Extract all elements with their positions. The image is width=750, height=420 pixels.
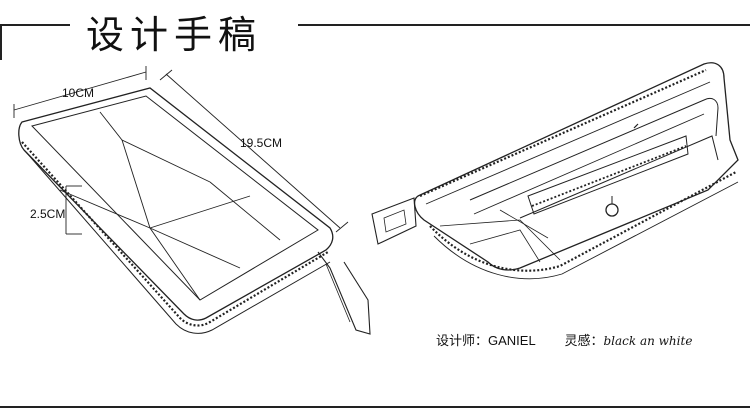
left-rule — [0, 24, 2, 60]
top-rule-left — [0, 24, 70, 26]
dimension-lines — [13, 66, 349, 235]
designer-name: GANIEL — [488, 333, 536, 348]
credit-line: 设计师：GANIEL 灵感：black an white — [436, 330, 692, 349]
thickness-dimension-label: 2.5CM — [30, 207, 66, 221]
top-rule-right — [298, 24, 750, 26]
bottom-rule — [0, 406, 750, 408]
width-dimension-label: 10CM — [62, 86, 95, 100]
length-dimension-label: 19.5CM — [240, 136, 283, 150]
open-wallet-sketch — [371, 62, 739, 280]
closed-wallet-sketch — [18, 87, 371, 335]
designer-label: 设计师： — [436, 333, 489, 348]
inspiration-label: 灵感： — [564, 333, 604, 348]
page-title: 设计手稿 — [86, 13, 263, 57]
inspiration-text: black an white — [603, 334, 693, 348]
